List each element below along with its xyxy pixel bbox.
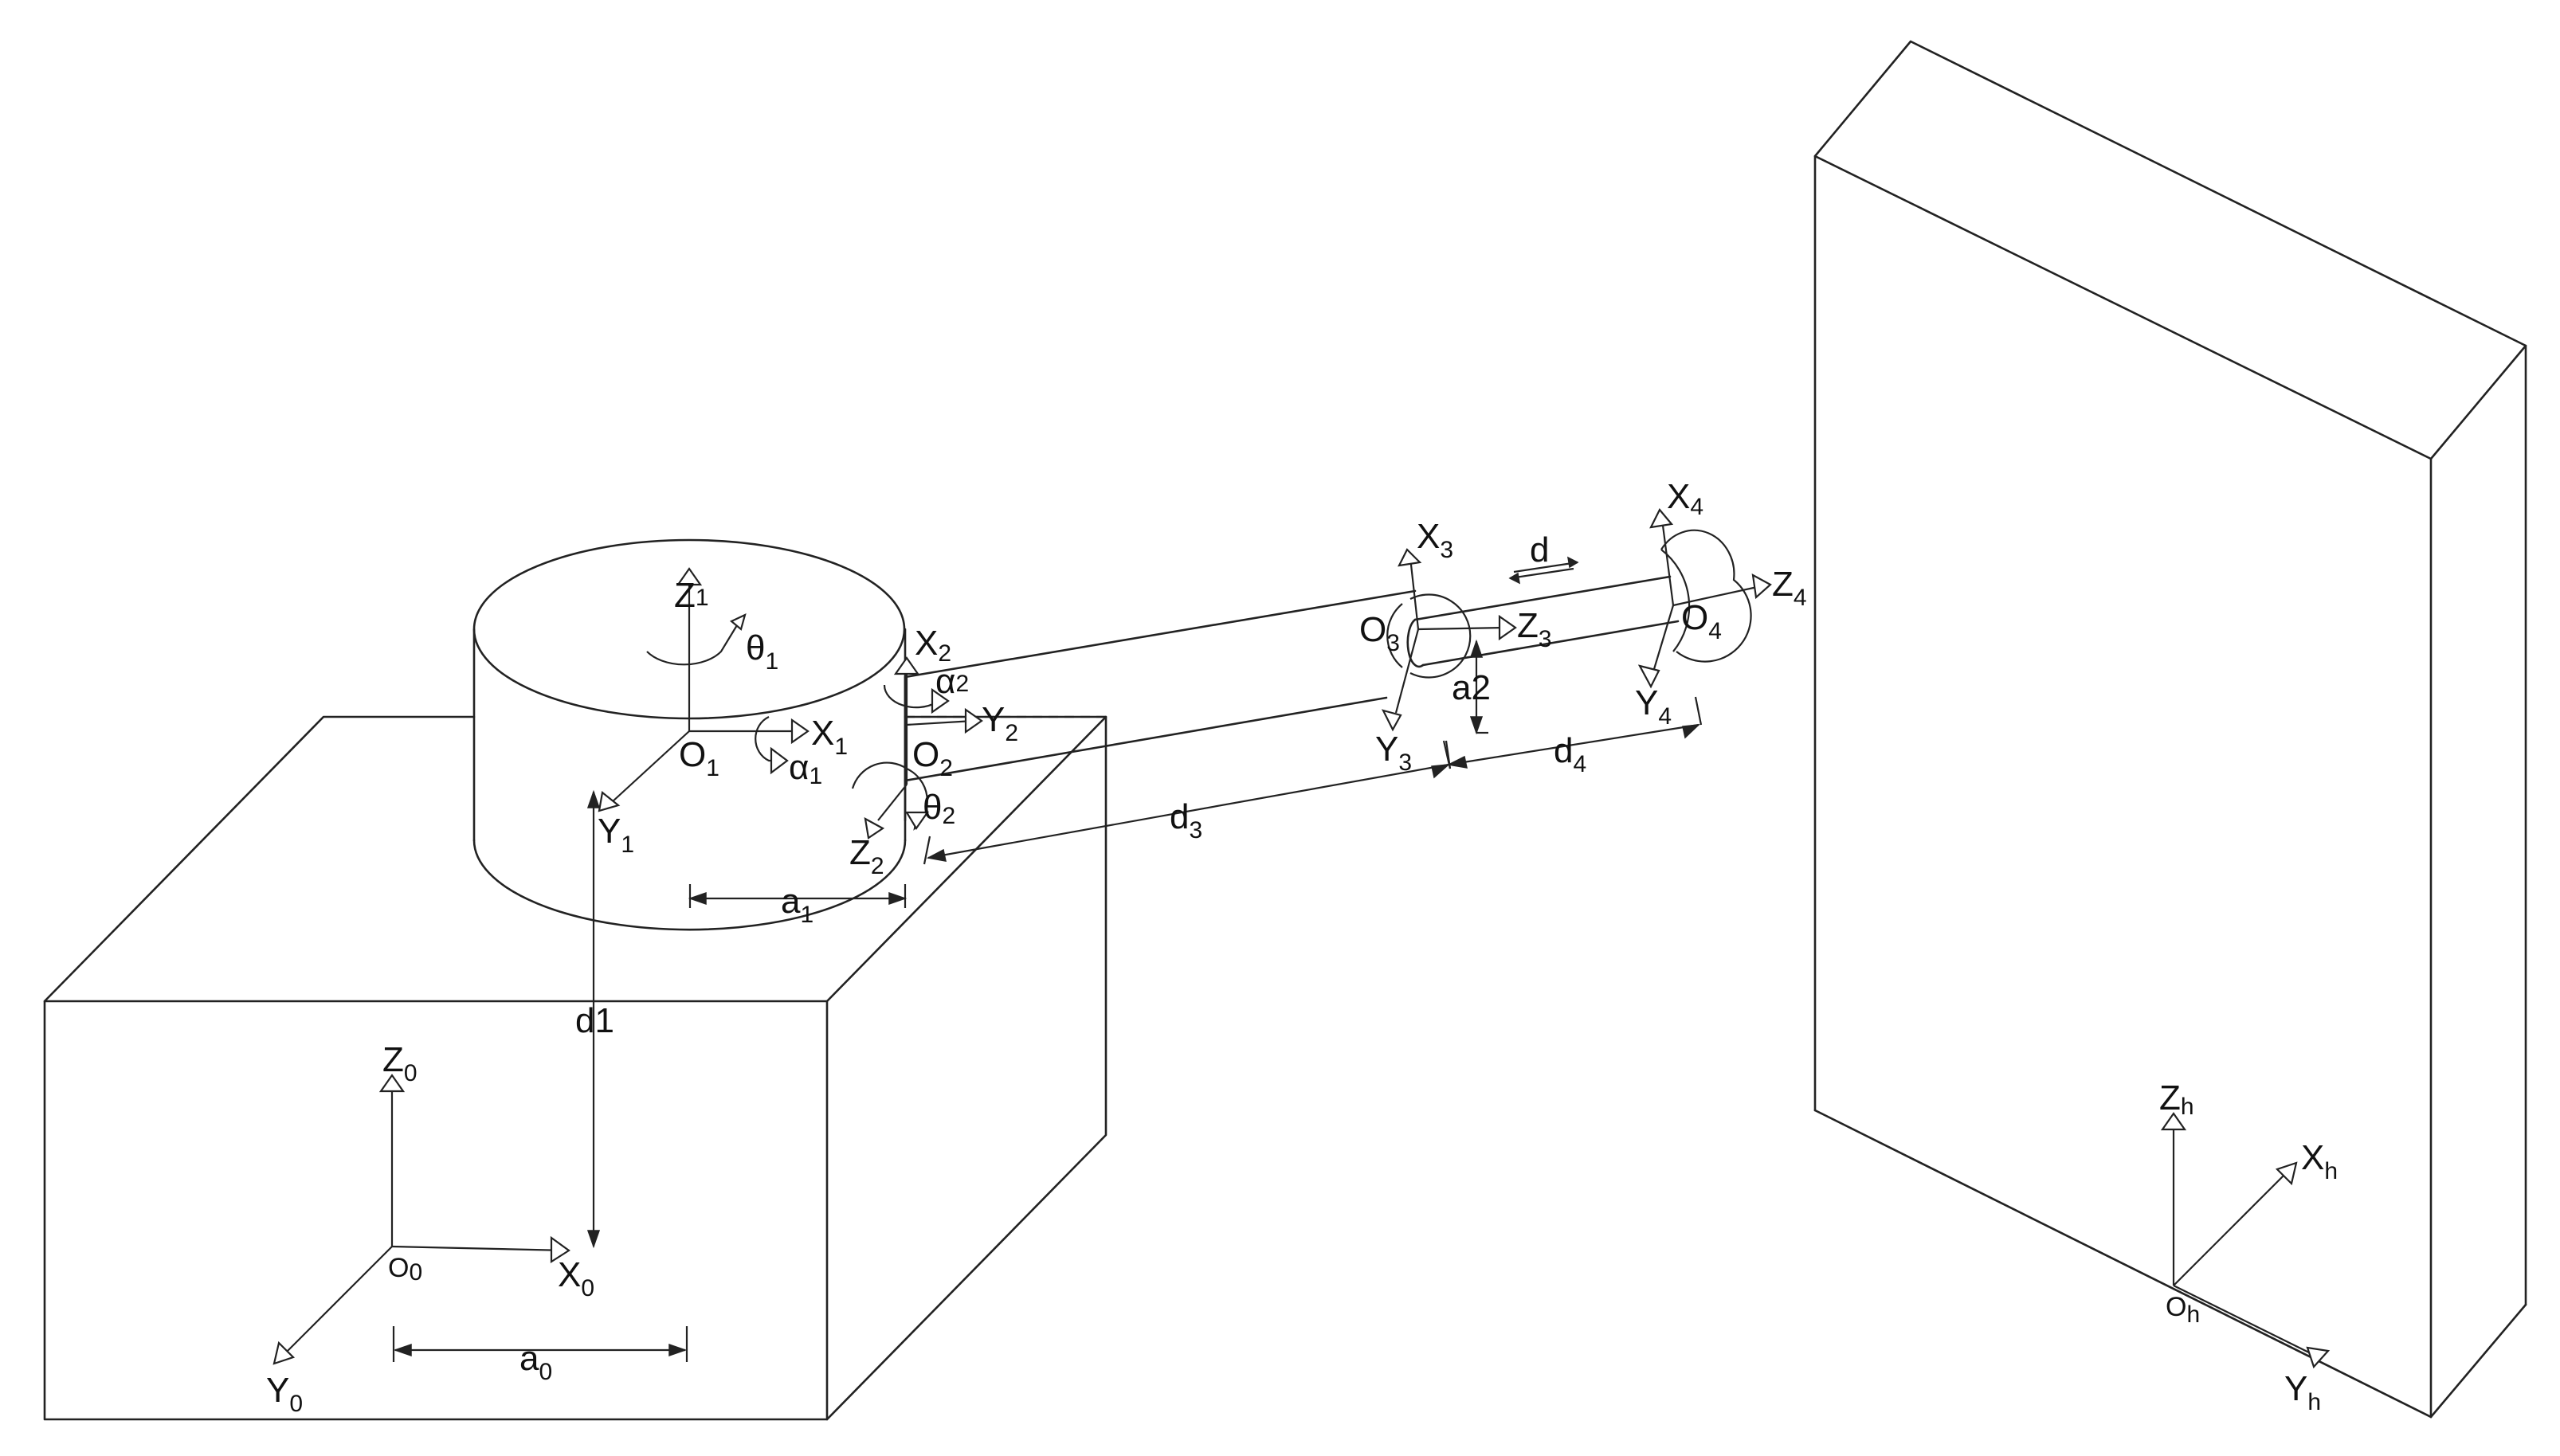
labels: O0 O1 O2 O3 O4 Oh Z0 X0 Y0 Z1 X1 Y1 X2 Y…: [266, 477, 2338, 1417]
zh-arrowhead: [2160, 1112, 2187, 1131]
axis-xh-label: Xh: [2301, 1138, 2338, 1184]
yh-arrowhead: [2306, 1346, 2331, 1369]
y2-arrowhead: [964, 707, 983, 734]
axis-y0-label: Y0: [266, 1371, 303, 1417]
dimension-a0-label: a0: [519, 1339, 552, 1385]
frame-3: [1381, 548, 1703, 769]
origin-o2-label: O2: [912, 735, 953, 781]
arm-link: [904, 575, 1680, 822]
x0-arrowhead: [550, 1235, 570, 1264]
axis-x4-label: X4: [1667, 477, 1703, 520]
angle-theta2-label: θ2: [923, 788, 955, 829]
frame-h: [2160, 1112, 2331, 1369]
axis-x0-label: X0: [558, 1255, 594, 1301]
axis-zh-label: Zh: [2159, 1078, 2194, 1120]
axis-y2-label: Y2: [982, 700, 1018, 746]
z4-arrowhead: [1751, 573, 1772, 600]
frame-1: [586, 567, 908, 1249]
axis-x2-label: X2: [915, 624, 951, 667]
origin-o0-label: O0: [388, 1253, 422, 1286]
axis-z4-label: Z4: [1772, 565, 1807, 611]
xh-arrowhead: [2275, 1161, 2298, 1186]
axis-yh-label: Yh: [2284, 1369, 2321, 1415]
alpha1-rotation-arrow: [755, 716, 781, 762]
angle-alpha1-label: α1: [789, 748, 822, 789]
origin-o3-label: O3: [1359, 610, 1400, 656]
dimension-d4-label: d4: [1554, 731, 1586, 777]
y3-arrowhead: [1381, 709, 1402, 732]
y4-arrowhead: [1637, 664, 1660, 689]
origin-o1-label: O1: [679, 735, 719, 781]
axis-y1-label: Y1: [598, 812, 634, 858]
z1-arrowhead: [676, 567, 703, 586]
dimension-d1-label: d1: [575, 1001, 614, 1040]
axis-z3-label: Z3: [1517, 606, 1552, 652]
origin-oh-label: Oh: [2166, 1292, 2200, 1328]
axis-z2-label: Z2: [849, 833, 884, 879]
dimension-d-label: d: [1530, 530, 1549, 569]
dimension-d3-label: d3: [1170, 797, 1202, 843]
axis-y3-label: Y3: [1375, 730, 1412, 776]
frame-2: [851, 656, 1452, 865]
x2-arrowhead: [893, 656, 920, 675]
theta1-rotation-arrow: [646, 624, 738, 666]
axis-z1-label: Z1: [674, 576, 709, 615]
x1-arrowhead: [790, 718, 810, 745]
z3-arrowhead: [1498, 614, 1517, 641]
target-wall: [1813, 40, 2527, 1419]
frame-4: [1508, 508, 1772, 689]
dimension-a2-label: a2: [1452, 668, 1491, 707]
angle-alpha2-label: α2: [935, 662, 969, 701]
axis-x3-label: X3: [1417, 517, 1453, 563]
axis-x1-label: X1: [811, 714, 848, 760]
angle-theta1-label: θ1: [746, 628, 778, 675]
axis-z0-label: Z0: [382, 1040, 418, 1086]
z2-arrowhead: [864, 816, 885, 840]
origin-o4-label: O4: [1681, 598, 1722, 644]
y0-arrowhead: [272, 1341, 296, 1365]
x4-arrowhead: [1649, 508, 1674, 529]
frame-0: [272, 1074, 688, 1365]
dimension-a1-label: a1: [781, 882, 813, 928]
y1-arrowhead: [598, 790, 621, 812]
z0-arrowhead: [378, 1074, 406, 1093]
alpha2-rotation-arrow: [883, 684, 949, 709]
axis-y4-label: Y4: [1635, 683, 1672, 730]
x3-arrowhead: [1398, 548, 1422, 567]
